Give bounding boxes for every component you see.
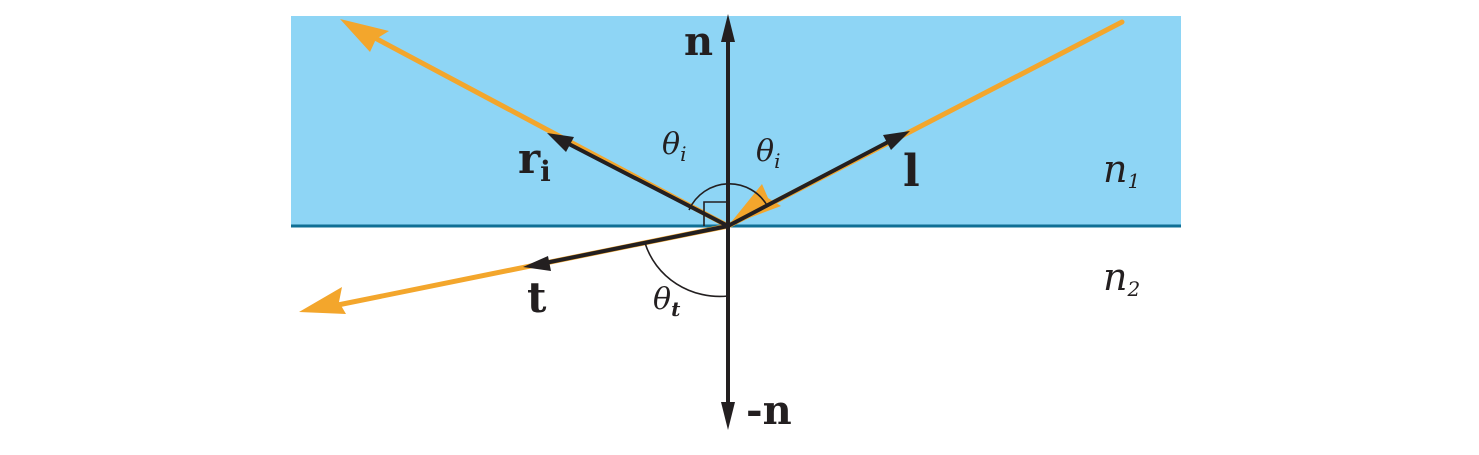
theta-i-right-symbol: θ <box>756 134 774 169</box>
theta-i-left-subscript: i <box>680 142 686 166</box>
vectors <box>544 38 891 414</box>
reflected-vector <box>566 141 729 228</box>
theta-t-arc <box>644 242 729 298</box>
transmitted-vector <box>544 224 729 265</box>
transmitted-label: t <box>527 273 547 322</box>
theta-i-left-symbol: θ <box>662 127 680 162</box>
right-angle-marker <box>703 201 728 226</box>
normal-arrowhead <box>721 14 735 42</box>
normal-label: n <box>684 18 713 65</box>
theta-t-subscript: t <box>671 297 681 321</box>
reflected-label-subscript: i <box>540 155 551 188</box>
medium-bottom-base: n <box>1103 255 1127 299</box>
reflected-label-base: r <box>518 134 541 183</box>
transmitted-ray-arrowhead <box>299 287 346 314</box>
light-ray-arrowheads <box>299 19 781 314</box>
medium-bottom-label: n2 <box>1103 255 1140 301</box>
incident-arrowhead <box>883 131 910 150</box>
medium-top-subscript: 1 <box>1127 169 1140 193</box>
vector-arrowheads <box>523 14 910 430</box>
transmitted-arrowhead <box>523 256 551 271</box>
medium-top-label: n1 <box>1103 147 1140 193</box>
incident-ray-arrowhead <box>728 184 781 226</box>
reflected-label: ri <box>518 134 551 188</box>
theta-t-label: θt <box>653 282 681 321</box>
negative-normal-arrowhead <box>721 402 735 430</box>
theta-i-right-subscript: i <box>774 149 780 173</box>
negative-normal-label: -n <box>746 387 792 434</box>
theta-t-symbol: θ <box>653 282 671 317</box>
medium-top-base: n <box>1103 147 1127 191</box>
medium-top-region <box>291 16 1181 226</box>
reflected-arrowhead <box>547 133 574 152</box>
medium-bottom-subscript: 2 <box>1126 277 1140 301</box>
reflected-ray-arrowhead <box>340 19 389 52</box>
incident-label: l <box>903 146 920 197</box>
incident-vector <box>727 139 891 228</box>
theta-i-left-label: θi <box>662 127 686 166</box>
theta-i-right-label: θi <box>756 134 780 173</box>
